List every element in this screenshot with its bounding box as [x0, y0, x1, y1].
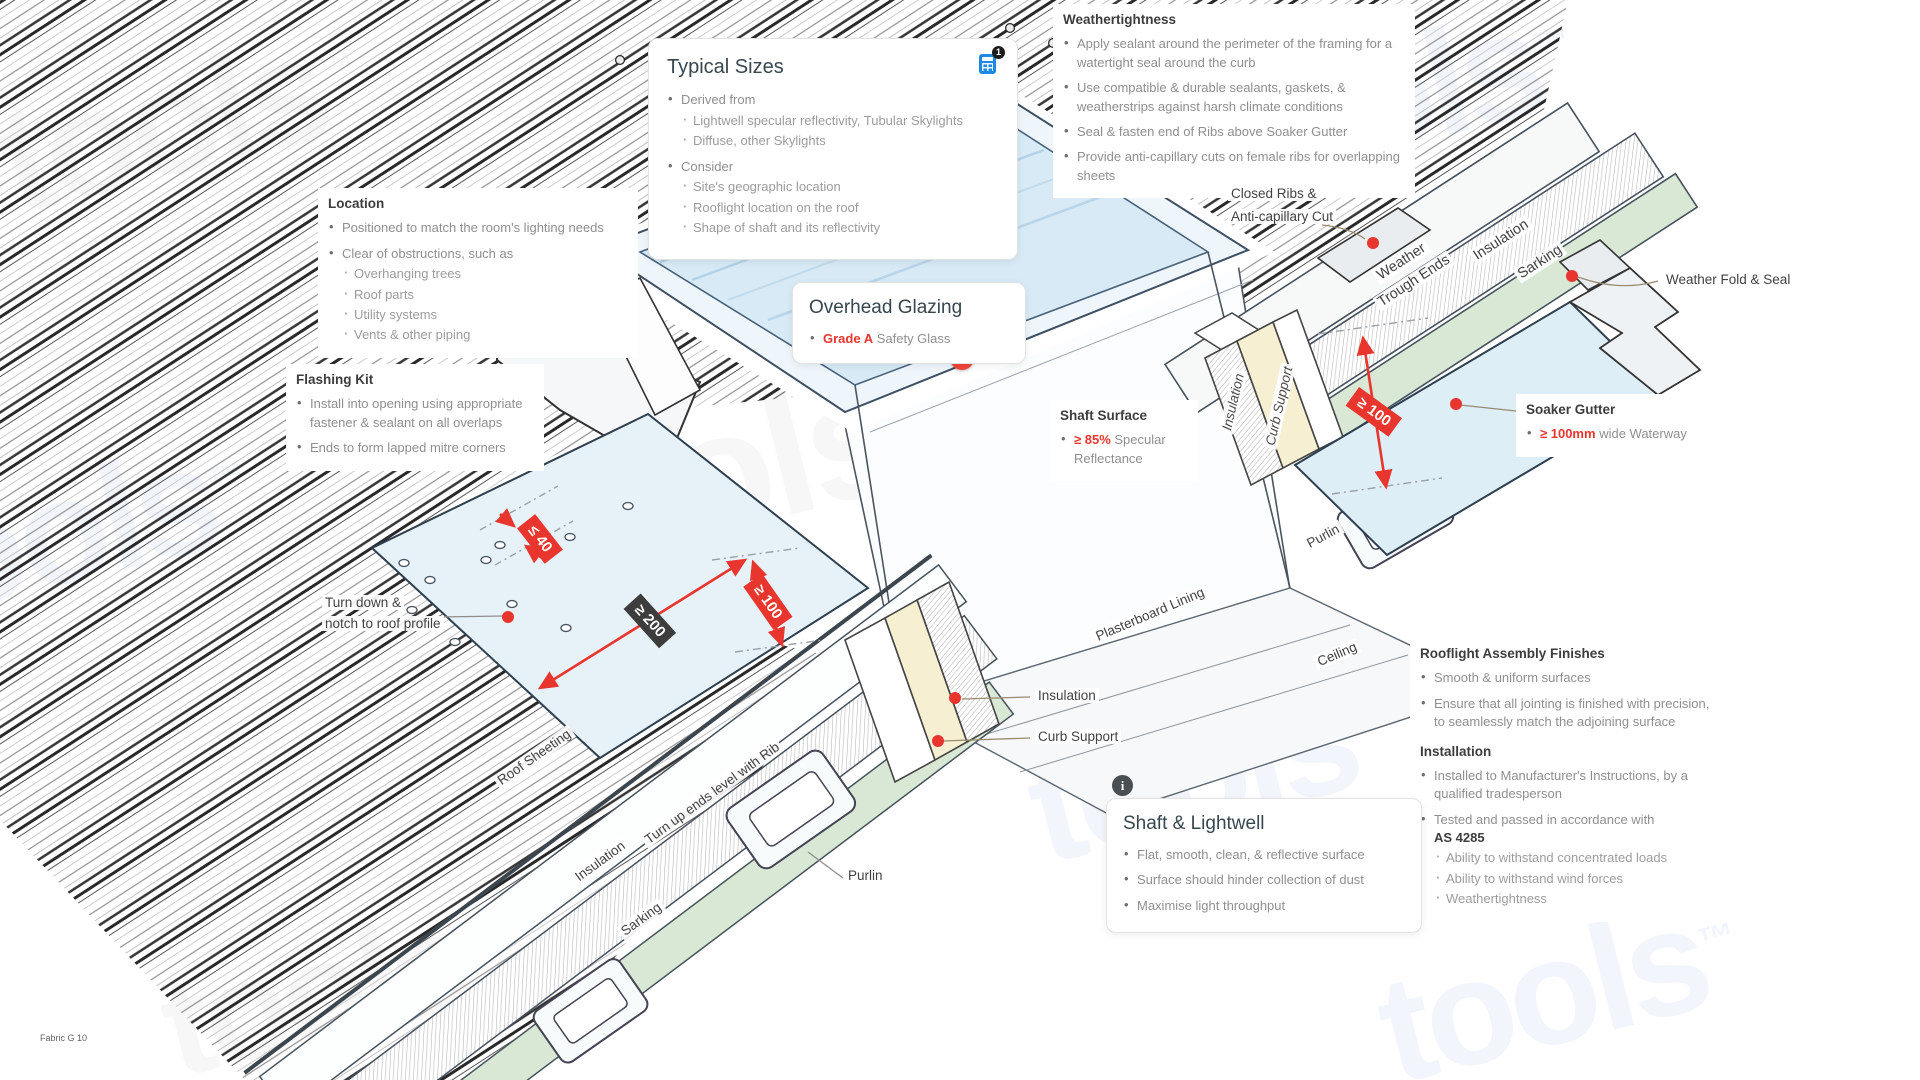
bullet-item: ≥ 85% Specular Reflectance: [1060, 430, 1188, 468]
sub-item: Diffuse, other Skylights: [681, 131, 999, 150]
section-title: Soaker Gutter: [1526, 402, 1616, 417]
purlin-left: [725, 749, 857, 870]
purlin-bottom: [532, 958, 649, 1064]
label-closed-ribs: Closed Ribs & Anti-capillary Cut: [1228, 183, 1337, 229]
bullet-item: Surface should hinder collection of dust: [1123, 870, 1405, 889]
sub-item: Roof parts: [342, 284, 628, 304]
bullet-item: Install into opening using appropriate f…: [296, 394, 534, 432]
bullet-item: Derived from Lightwell specular reflecti…: [667, 90, 999, 150]
card-title: Overhead Glazing: [809, 297, 963, 318]
sub-item: Lightwell specular reflectivity, Tubular…: [681, 111, 999, 130]
label-curb-support-shaft: Curb Support: [1035, 729, 1122, 744]
sub-item: Ability to withstand concentrated loads: [1434, 848, 1720, 867]
sub-item: Utility systems: [342, 305, 628, 324]
reference-dashes: [479, 317, 1443, 653]
bullet-item: Flat, smooth, clean, & reflective surfac…: [1123, 845, 1405, 864]
section-title: Location: [328, 196, 385, 211]
shaft-surface-block: Shaft Surface ≥ 85% Specular Reflectance: [1050, 400, 1198, 482]
bullet-item: ≥ 100mm wide Waterway: [1526, 424, 1714, 443]
bullet-item: Provide anti-capillary cuts on female ri…: [1063, 147, 1405, 185]
label-weather-fold-seal: Weather Fold & Seal: [1663, 272, 1794, 287]
typical-sizes-card: 1 Typical Sizes Derived from Lightwell s…: [648, 38, 1018, 260]
bullet-item: Positioned to match the room's lighting …: [328, 218, 628, 237]
section-title: Weathertightness: [1063, 12, 1177, 27]
sub-item: Rooflight location on the roof: [681, 198, 999, 217]
bullet-item: Clear of obstructions, such as Overhangi…: [328, 244, 628, 345]
bullet-item: Use compatible & durable sealants, gaske…: [1063, 78, 1405, 116]
label-purlin-left: Purlin: [845, 868, 886, 883]
finishes-installation-block: Rooflight Assembly Finishes Smooth & uni…: [1410, 638, 1730, 922]
sub-item: Shape of shaft and its reflectivity: [681, 218, 999, 237]
flashing-kit-block: Flashing Kit Install into opening using …: [286, 364, 544, 471]
bullet-item: Smooth & uniform surfaces: [1420, 668, 1720, 687]
weathertightness-block: Weathertightness Apply sealant around th…: [1053, 4, 1415, 199]
sub-item: Ability to withstand wind forces: [1434, 869, 1720, 888]
location-block: Location Positioned to match the room's …: [318, 188, 638, 358]
soaker-gutter-block: Soaker Gutter ≥ 100mm wide Waterway: [1516, 394, 1724, 457]
info-icon[interactable]: i: [1112, 775, 1133, 796]
sub-item: Overhanging trees: [342, 264, 628, 283]
bullet-item: Ends to form lapped mitre corners: [296, 438, 534, 457]
badge-count: 1: [992, 46, 1005, 59]
sub-item: Weathertightness: [1434, 889, 1720, 908]
section-title: Flashing Kit: [296, 372, 374, 387]
bullet-item: Apply sealant around the perimeter of th…: [1063, 34, 1405, 72]
leader-lines: [436, 224, 1659, 879]
doc-reference: Fabric G 10: [40, 1033, 88, 1043]
card-title: Typical Sizes: [667, 56, 784, 78]
overhead-glazing-card: Overhead Glazing Grade A Safety Glass: [792, 282, 1026, 365]
calculator-icon[interactable]: 1: [979, 46, 1005, 74]
shaft-lightwell-card: Shaft & Lightwell Flat, smooth, clean, &…: [1106, 798, 1422, 934]
label-insulation-shaft: Insulation: [1035, 688, 1099, 703]
bullet-item: Grade A Safety Glass: [809, 329, 1009, 348]
bullet-item: Tested and passed in accordance with AS …: [1420, 810, 1720, 909]
bullet-item: Maximise light throughput: [1123, 896, 1405, 915]
bullet-item: Seal & fasten end of Ribs above Soaker G…: [1063, 122, 1405, 141]
section-title: Shaft Surface: [1060, 408, 1148, 423]
section-title: Installation: [1420, 743, 1492, 759]
label-turn-down-notch: Turn down & notch to roof profile: [322, 593, 444, 635]
bullet-item: Consider Site's geographic location Roof…: [667, 157, 999, 238]
bullet-item: Ensure that all jointing is finished wit…: [1420, 694, 1720, 732]
sub-item: Vents & other piping: [342, 325, 628, 344]
sub-item: Site's geographic location: [681, 177, 999, 196]
bullet-item: Installed to Manufacturer's Instructions…: [1420, 766, 1720, 804]
section-title: Rooflight Assembly Finishes: [1420, 646, 1605, 661]
callout-dots: [502, 237, 1578, 747]
card-title: Shaft & Lightwell: [1123, 813, 1265, 834]
